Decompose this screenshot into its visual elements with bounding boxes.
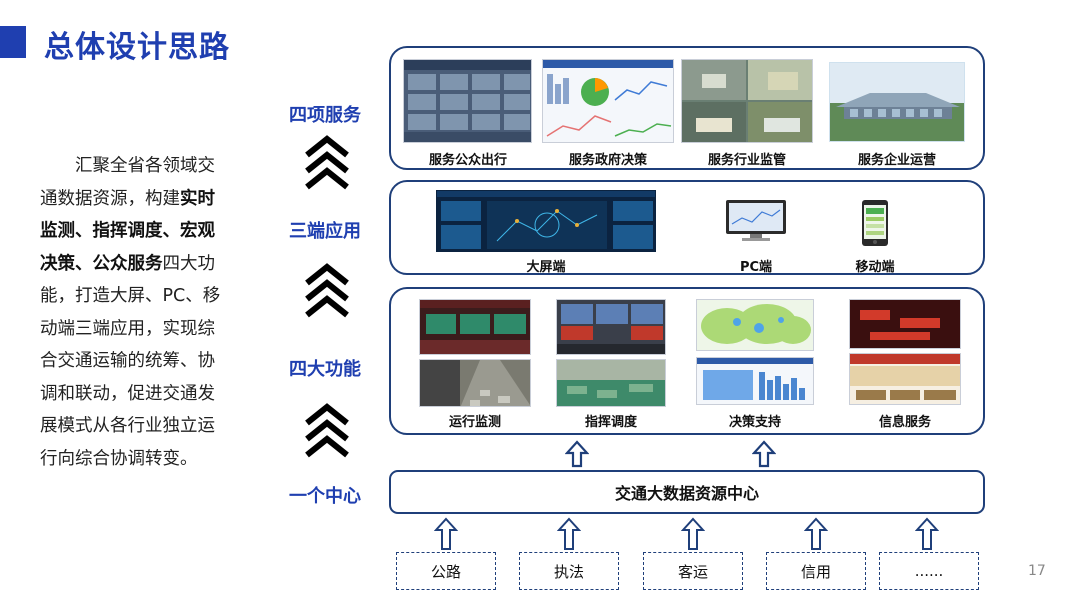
source-label-more: ......: [915, 562, 944, 580]
hollow-arrow-up-icon: [915, 517, 939, 551]
app-caption-big-screen: 大屏端: [496, 256, 596, 275]
intro-part-2: 四大功能，打造大屏、PC、移动端三端应用，实现综合交通运输的统筹、协调和联动，促…: [40, 254, 220, 469]
source-label-highway: 公路: [431, 561, 461, 582]
function-info-image-2: [849, 353, 961, 405]
hollow-arrow-up-icon: [434, 517, 458, 551]
triple-chevron-up-icon: [301, 401, 353, 461]
service-gov-decision-image: [542, 59, 674, 143]
service-enterprise-operation-image: [829, 62, 965, 142]
functions-panel: 运行监测 指挥调度 决策支持 信息服务: [389, 287, 985, 435]
function-command-image-1: [556, 299, 666, 355]
app-caption-mobile: 移动端: [825, 256, 925, 275]
function-info-image-1: [849, 299, 961, 349]
title-accent-bar: [0, 26, 26, 58]
app-big-screen-image: [436, 190, 656, 252]
level-label-center: 一个中心: [265, 482, 385, 508]
data-center-label: 交通大数据资源中心: [615, 480, 759, 504]
function-caption-info-service: 信息服务: [855, 411, 955, 430]
triple-chevron-up-icon: [301, 133, 353, 193]
hollow-arrow-up-icon: [565, 440, 589, 468]
level-label-apps: 三端应用: [265, 217, 385, 243]
hollow-arrow-up-icon: [804, 517, 828, 551]
app-mobile-image: [862, 200, 888, 246]
app-pc-image: [726, 200, 786, 242]
source-label-credit: 信用: [801, 561, 831, 582]
service-caption-enterprise-operation: 服务企业运营: [829, 149, 965, 168]
hollow-arrow-up-icon: [557, 517, 581, 551]
source-label-enforcement: 执法: [554, 561, 584, 582]
source-box-credit: 信用: [766, 552, 866, 590]
intro-text: 汇聚全省各领域交通数据资源，构建实时监测、指挥调度、宏观决策、公众服务四大功能，…: [40, 150, 232, 475]
source-box-highway: 公路: [396, 552, 496, 590]
services-panel: 服务公众出行 服务政府决策 服务行业监管 服务企业运营: [389, 46, 985, 170]
hollow-arrow-up-icon: [681, 517, 705, 551]
page-number: 17: [1028, 563, 1046, 579]
function-decision-image-1: [696, 299, 814, 351]
source-label-passenger: 客运: [678, 561, 708, 582]
app-caption-pc: PC端: [706, 256, 806, 275]
function-caption-decision: 决策支持: [705, 411, 805, 430]
slide-title: 总体设计思路: [44, 22, 230, 66]
function-caption-command: 指挥调度: [561, 411, 661, 430]
service-industry-supervision-image: [681, 59, 813, 143]
apps-panel: 大屏端 PC端 移动端: [389, 180, 985, 275]
source-box-passenger: 客运: [643, 552, 743, 590]
service-caption-industry-supervision: 服务行业监管: [681, 149, 813, 168]
triple-chevron-up-icon: [301, 261, 353, 321]
source-box-more: ......: [879, 552, 979, 590]
source-box-enforcement: 执法: [519, 552, 619, 590]
function-monitoring-image-2: [419, 359, 531, 407]
service-public-travel-image: [403, 59, 532, 143]
hollow-arrow-up-icon: [752, 440, 776, 468]
function-caption-monitoring: 运行监测: [425, 411, 525, 430]
function-decision-image-2: [696, 357, 814, 405]
level-label-functions: 四大功能: [265, 355, 385, 381]
function-monitoring-image-1: [419, 299, 531, 355]
function-command-image-2: [556, 359, 666, 407]
service-caption-gov-decision: 服务政府决策: [542, 149, 674, 168]
data-center-box: 交通大数据资源中心: [389, 470, 985, 514]
service-caption-public-travel: 服务公众出行: [403, 149, 533, 168]
level-label-services: 四项服务: [265, 101, 385, 127]
